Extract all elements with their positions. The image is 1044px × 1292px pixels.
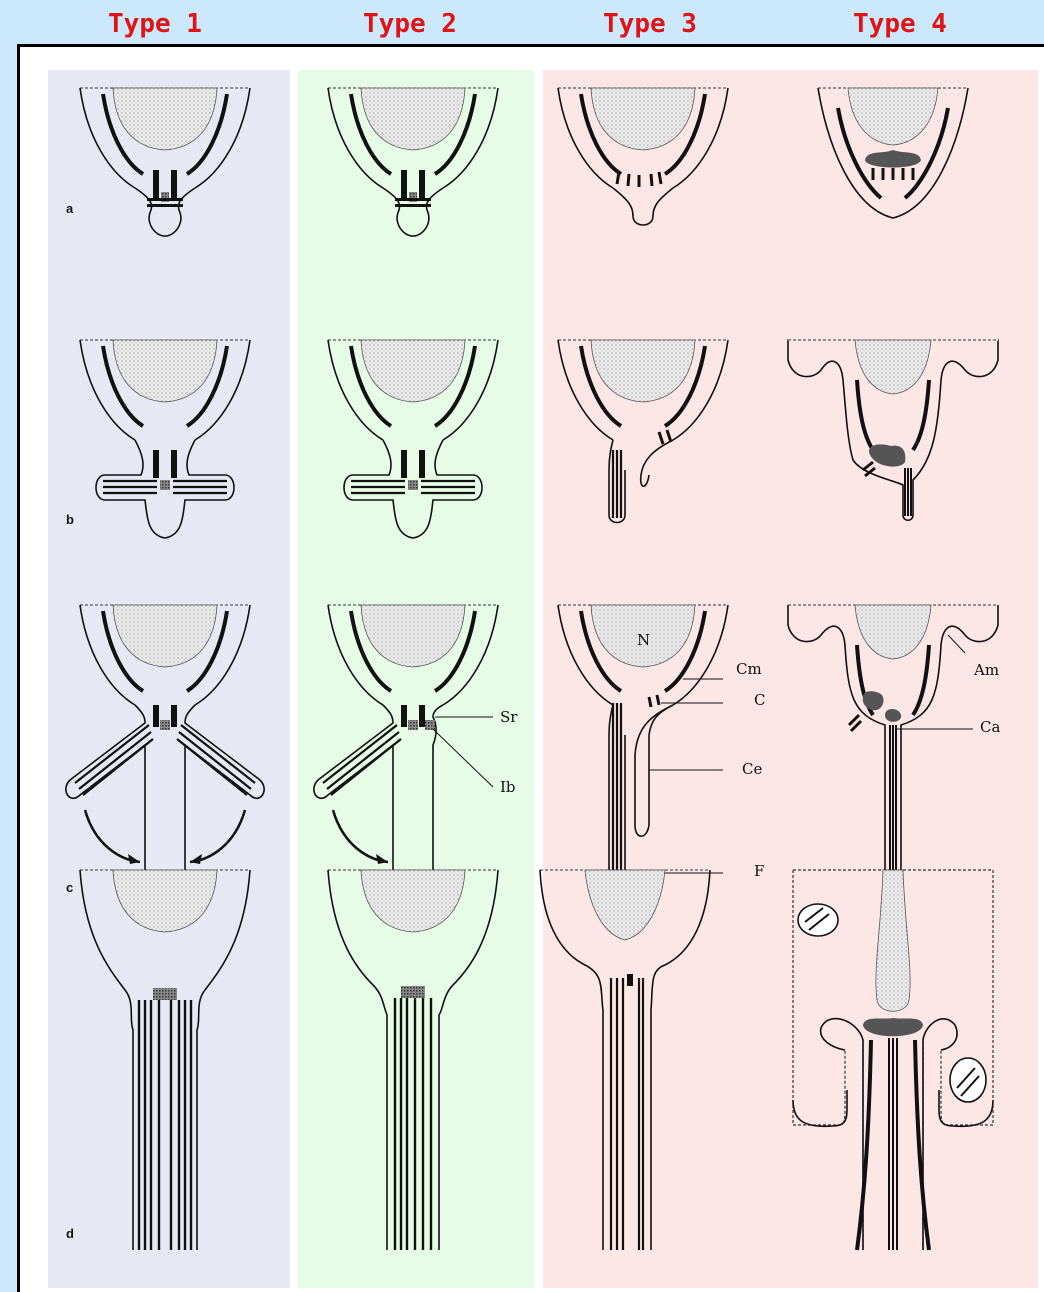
label-n: N bbox=[637, 631, 650, 649]
panel-type-1 bbox=[48, 70, 290, 1288]
row-label-a: a bbox=[66, 201, 74, 216]
label-ca: Ca bbox=[980, 718, 1000, 736]
label-f: F bbox=[754, 862, 764, 880]
label-sr: Sr bbox=[500, 708, 518, 726]
label-ce: Ce bbox=[742, 760, 762, 778]
label-am: Am bbox=[973, 661, 999, 679]
row-label-c: c bbox=[66, 880, 73, 895]
label-ib: Ib bbox=[500, 778, 516, 796]
label-c: C bbox=[754, 691, 765, 709]
row-label-d: d bbox=[66, 1226, 74, 1241]
label-cm: Cm bbox=[736, 660, 762, 678]
row-label-b: b bbox=[66, 512, 74, 527]
